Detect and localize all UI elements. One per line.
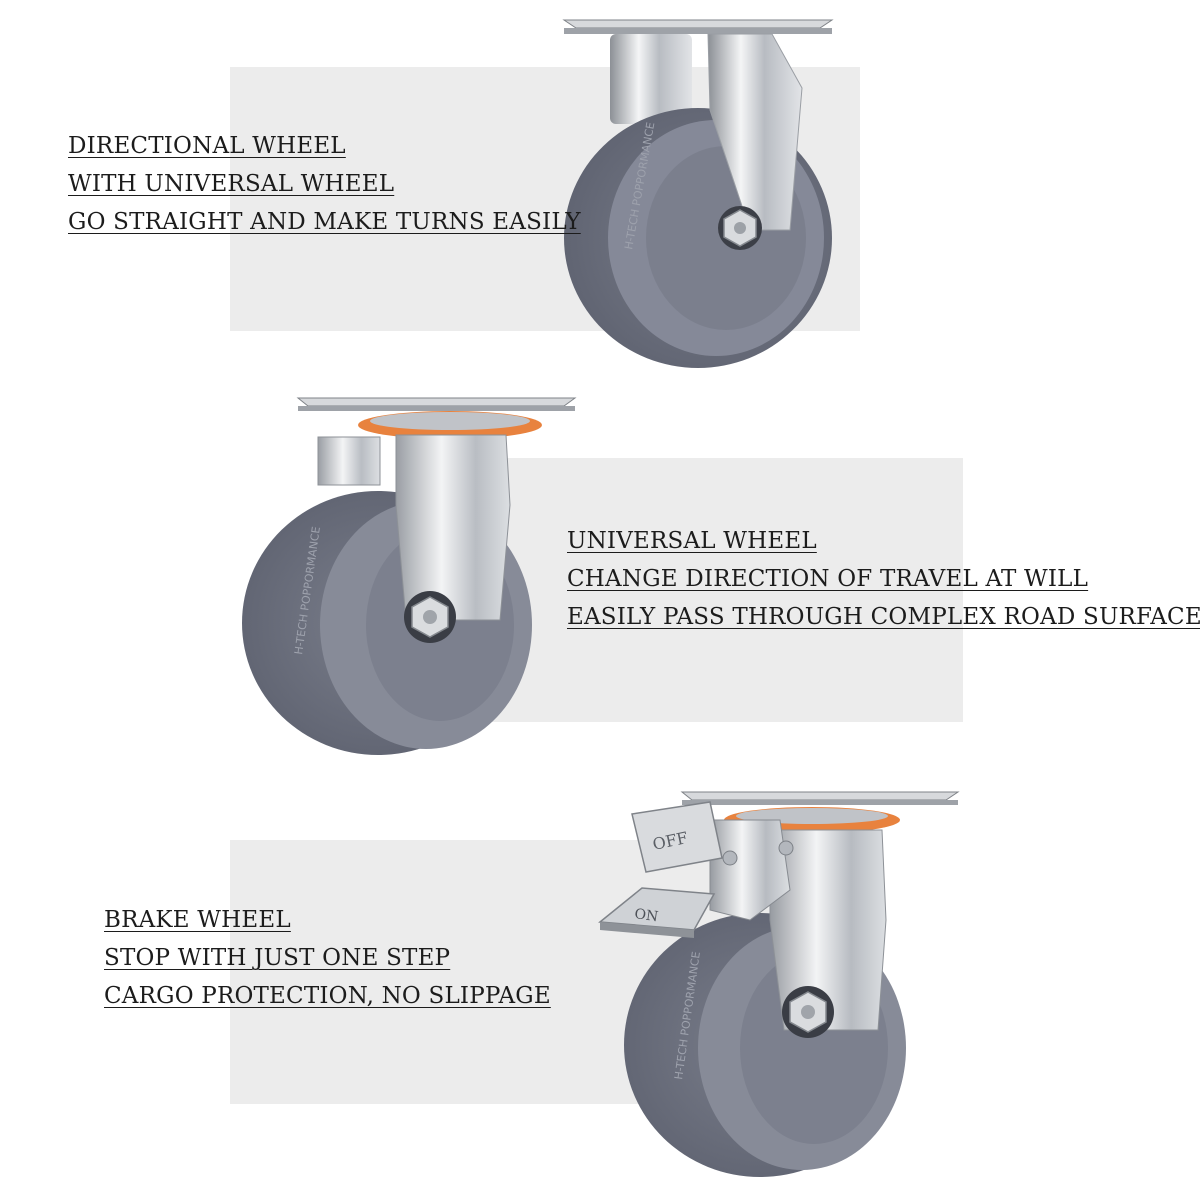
universal-caster-image: H-TECH POPPORMANCE bbox=[242, 397, 577, 755]
brake-line-2: STOP WITH JUST ONE STEP bbox=[104, 945, 451, 971]
directional-title: DIRECTIONAL WHEEL bbox=[68, 133, 346, 159]
brake-line-3: CARGO PROTECTION, NO SLIPPAGE bbox=[104, 983, 551, 1009]
universal-line-2: CHANGE DIRECTION OF TRAVEL AT WILL bbox=[567, 566, 1089, 592]
directional-line-2: WITH UNIVERSAL WHEEL bbox=[68, 171, 395, 197]
brake-title: BRAKE WHEEL bbox=[104, 907, 291, 933]
directional-wheel-description: DIRECTIONAL WHEEL WITH UNIVERSAL WHEEL G… bbox=[68, 127, 581, 241]
brake-caster-image: H-TECH POPPORMANCE OFF ON bbox=[598, 791, 960, 1177]
pedal-on-label: ON bbox=[633, 906, 659, 925]
directional-line-3: GO STRAIGHT AND MAKE TURNS EASILY bbox=[68, 209, 581, 235]
directional-caster-image: H-TECH POPPORMANCE bbox=[562, 19, 834, 368]
brake-wheel-description: BRAKE WHEEL STOP WITH JUST ONE STEP CARG… bbox=[104, 901, 551, 1015]
universal-line-3: EASILY PASS THROUGH COMPLEX ROAD SURFACE… bbox=[567, 604, 1200, 630]
universal-wheel-description: UNIVERSAL WHEEL CHANGE DIRECTION OF TRAV… bbox=[567, 522, 1200, 636]
universal-title: UNIVERSAL WHEEL bbox=[567, 528, 817, 554]
feature-panel-universal bbox=[480, 458, 963, 722]
